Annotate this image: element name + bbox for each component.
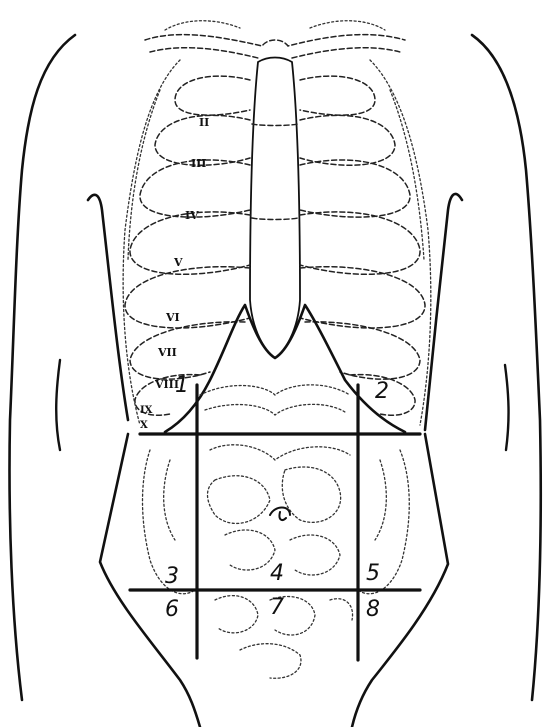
rib-label-iv: IV (185, 209, 199, 222)
region-label-5: 5 (366, 561, 380, 586)
region-label-6: 6 (165, 597, 179, 622)
rib-label-ii: II (199, 116, 209, 129)
right-torso-side (425, 194, 462, 430)
region-label-4: 4 (270, 561, 284, 586)
rib-label-vi: VI (165, 311, 180, 324)
rib-label-vii: VII (157, 346, 177, 359)
region-label-2: 2 (375, 379, 389, 404)
left-arm-outer (10, 35, 76, 700)
region-label-3: 3 (165, 564, 179, 589)
left-inner-arm (56, 360, 60, 450)
right-inner-arm (505, 365, 509, 450)
region-label-7: 7 (270, 595, 284, 620)
clavicles (145, 21, 405, 58)
rib-label-x: X (140, 420, 148, 431)
left-hip-line (100, 434, 200, 727)
region-labels: 1 2 3 4 5 6 7 8 (165, 373, 389, 622)
rib-label-iii: III (191, 157, 206, 170)
rib-cage (123, 60, 431, 425)
umbilicus (270, 508, 290, 521)
region-label-1: 1 (175, 373, 189, 398)
sternum (250, 58, 300, 359)
body-outline (10, 35, 541, 727)
left-torso-side (88, 195, 128, 420)
rib-label-v: V (173, 256, 183, 269)
rib-label-ix: IX (140, 405, 153, 416)
abdominal-contents (143, 385, 410, 678)
region-label-8: 8 (366, 597, 380, 622)
